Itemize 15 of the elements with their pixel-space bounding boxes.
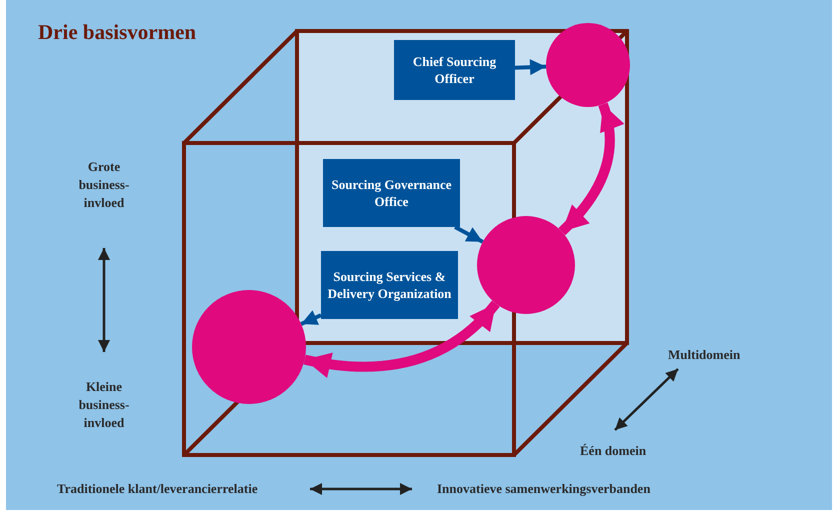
axis-label: Kleine business-invloed [78,378,130,432]
axis-label: Grote business-invloed [78,158,130,212]
arrow [454,225,484,244]
arrow [514,59,546,76]
axis-label: Multidomein [668,346,740,364]
title: Drie basisvormen [38,20,196,45]
role-box: Sourcing Governance Office [323,159,460,227]
axis-label: Traditionele klant/leverancierrelatie [57,480,258,498]
arrow [558,102,624,236]
arrow [304,300,500,378]
axis-label: Één domein [580,442,646,460]
role-box: Chief Sourcing Officer [394,40,515,100]
role-box: Sourcing Services & Delivery Organization [321,251,458,319]
arrow [300,310,322,326]
axis-label: Innovatieve samenwerkingsverbanden [437,480,650,498]
